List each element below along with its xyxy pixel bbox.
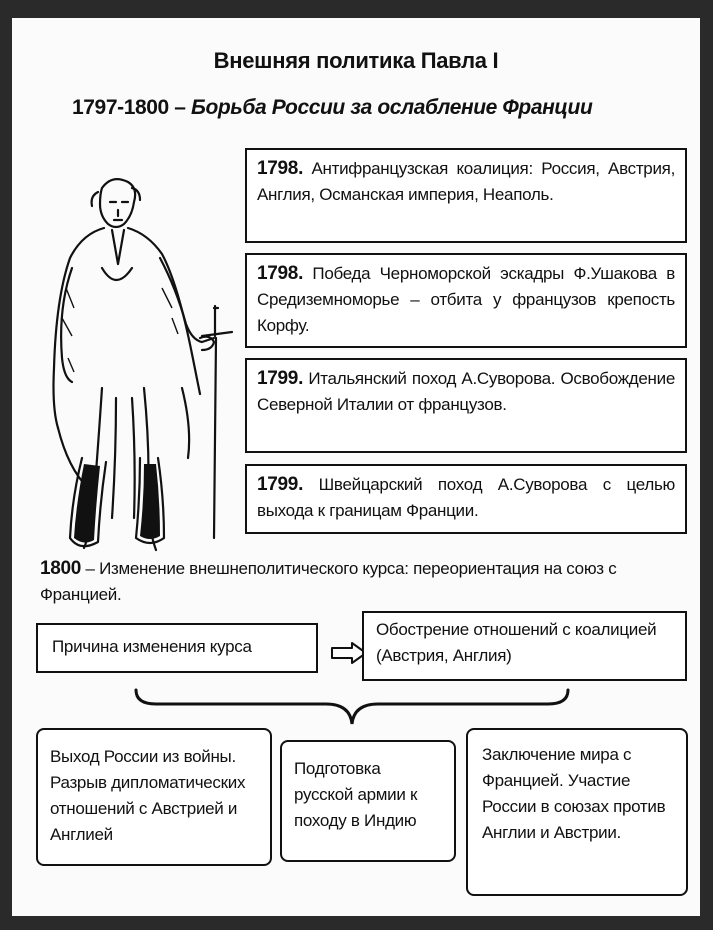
event-text: 1799. Швейцарский поход А.Суворова с цел… [257,472,675,524]
event-description: Победа Черноморской эскадры Ф.Ушакова в … [257,264,675,335]
event-text: 1799. Итальянский поход А.Суворова. Осво… [257,366,675,418]
period-heading: 1797-1800 – Борьба России за ослабление … [72,96,593,120]
event-year: 1798. [257,158,304,179]
consequence-text: Подготовка русской армии к походу в Инди… [294,759,418,830]
event-year: 1799. [257,474,304,495]
event-description: Швейцарский поход А.Суворова с целью вых… [257,475,675,520]
consequence-box-peace-france: Заключение мира с Францией. Участие Росс… [466,728,688,896]
period-title: Борьба России за ослабление Франции [190,96,593,119]
policy-change-statement: 1800 – Изменение внешнеполитического кур… [40,556,690,608]
consequence-box-india-campaign: Подготовка русской армии к походу в Инди… [280,740,456,862]
result-box: Обострение отношений с коалицией (Австри… [362,611,687,681]
paul-i-portrait-figure [52,177,234,552]
change-text: – Изменение внешнеполитического курса: п… [40,559,617,604]
event-year: 1799. [257,368,304,389]
page-title: Внешняя политика Павла I [213,48,499,73]
event-box-corfu: 1798. Победа Черноморской эскадры Ф.Ушак… [245,253,687,348]
event-description: Итальянский поход А.Суворова. Освобожден… [257,369,675,414]
page-sheet: Внешняя политика Павла I 1797-1800 – Бор… [12,18,700,916]
curly-brace-icon [134,688,570,725]
arrow-right-icon [331,642,367,664]
cause-label: Причина изменения курса [52,637,252,656]
event-year: 1798. [257,263,304,284]
event-text: 1798. Победа Черноморской эскадры Ф.Ушак… [257,261,675,339]
cause-box: Причина изменения курса [36,623,318,673]
consequence-text: Заключение мира с Францией. Участие Росс… [482,745,666,842]
period-years: 1797-1800 [72,96,169,119]
consequence-text: Выход России из войны. Разрыв дипломатич… [50,747,246,844]
result-text: Обострение отношений с коалицией (Австри… [376,620,657,665]
event-box-coalition: 1798. Антифранцузская коалиция: Россия, … [245,148,687,243]
change-year: 1800 [40,558,82,579]
event-box-swiss-campaign: 1799. Швейцарский поход А.Суворова с цел… [245,464,687,534]
event-description: Антифранцузская коалиция: Россия, Австри… [257,159,675,204]
event-box-italian-campaign: 1799. Итальянский поход А.Суворова. Осво… [245,358,687,453]
event-text: 1798. Антифранцузская коалиция: Россия, … [257,156,675,208]
consequence-box-exit-war: Выход России из войны. Разрыв дипломатич… [36,728,272,866]
period-dash: – [174,96,186,119]
